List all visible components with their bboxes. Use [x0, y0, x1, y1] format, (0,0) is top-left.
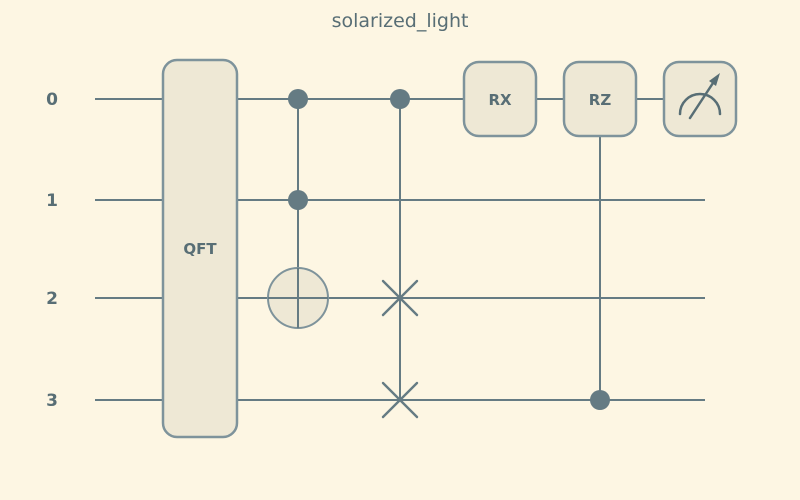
qubit-label-0: 0 [46, 90, 58, 110]
toffoli-control-dot-q1 [288, 190, 308, 210]
qft-gate [161, 58, 239, 439]
toffoli-control-dot-q0 [288, 89, 308, 109]
swap-cross-icon-q2 [381, 279, 419, 317]
measure-meter-icon [678, 73, 722, 120]
qubit-label-1: 1 [46, 191, 58, 211]
cswap-control-dot-q0 [390, 89, 410, 109]
qft-gate-label: QFT [183, 240, 217, 258]
rx-gate-label: RX [488, 91, 512, 109]
rz-gate-label: RZ [589, 91, 612, 109]
swap-cross-icon-q3 [381, 381, 419, 419]
rx-gate [462, 60, 538, 138]
circuit-title: solarized_light [332, 10, 469, 32]
measure-gate [662, 60, 738, 138]
rz-control-dot-q3 [590, 390, 610, 410]
qubit-label-3: 3 [46, 391, 58, 411]
qubit-label-2: 2 [46, 289, 58, 309]
rz-gate [562, 60, 638, 138]
